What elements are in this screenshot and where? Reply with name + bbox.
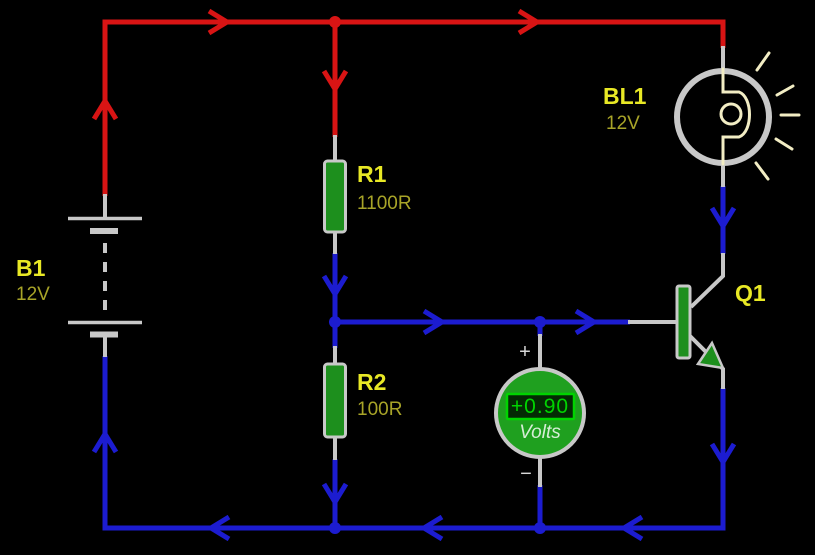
wire-battery-to-top-rail[interactable] (102, 19, 726, 196)
current-arrow-up-icon (91, 96, 119, 121)
resistor-r2-value: 100R (357, 399, 402, 420)
current-arrow-down-icon (321, 69, 349, 94)
positive-wire-net (91, 8, 726, 196)
light-ray-icon (754, 161, 770, 181)
light-ray-icon (775, 84, 795, 97)
emitter-arrow-icon (695, 340, 726, 370)
current-arrow-left-icon (419, 514, 444, 542)
resistor-r2-label: R2 (357, 369, 386, 395)
junction-dot (534, 522, 546, 534)
voltmeter[interactable]: + − +0.90 Volts (494, 334, 586, 487)
resistor-body[interactable] (323, 159, 347, 234)
negative-wire-net (91, 186, 737, 542)
current-arrow-left-icon (619, 514, 644, 542)
minus-terminal-label: − (520, 463, 532, 485)
junction-dot (329, 16, 341, 28)
current-arrow-down-icon (321, 482, 349, 507)
light-ray-icon (774, 137, 794, 151)
junction-dot (534, 316, 546, 328)
current-arrow-right-icon (574, 308, 599, 336)
bulb-bl1[interactable]: BL1 12V (603, 51, 801, 181)
wire-bottom-rail[interactable] (102, 356, 726, 531)
battery-label: B1 (16, 255, 46, 281)
light-ray-icon (755, 51, 771, 72)
voltmeter-reading: +0.90 (511, 395, 569, 418)
bulb-filament-loop-icon (719, 102, 743, 126)
current-arrow-right-icon (207, 8, 232, 36)
resistor-r1-value: 1100R (357, 193, 412, 214)
voltmeter-display (505, 392, 576, 421)
current-arrow-down-icon (709, 206, 737, 231)
battery-value: 12V (16, 284, 50, 305)
resistor-r1-label: R1 (357, 161, 387, 187)
transistor-q1[interactable]: Q1 (628, 253, 766, 389)
current-arrow-right-icon (422, 308, 447, 336)
transistor-label: Q1 (735, 280, 766, 306)
current-arrow-left-icon (206, 514, 231, 542)
transistor-base-bar[interactable] (675, 284, 692, 360)
resistor-body[interactable] (323, 362, 347, 439)
voltmeter-unit: Volts (519, 422, 561, 443)
current-arrow-down-icon (321, 274, 349, 299)
current-arrow-right-icon (517, 8, 542, 36)
resistor-r1[interactable]: R1 1100R (323, 159, 412, 234)
bulb-label: BL1 (603, 83, 647, 109)
plus-terminal-label: + (519, 341, 531, 363)
bulb-filament-icon (721, 67, 751, 166)
collector-lead (689, 253, 725, 309)
battery-b1[interactable]: B1 12V (16, 216, 142, 338)
junction-dot (329, 316, 341, 328)
current-arrow-up-icon (91, 429, 119, 454)
junction-dot (329, 522, 341, 534)
bulb-value: 12V (606, 113, 640, 134)
resistor-r2[interactable]: R2 100R (323, 362, 403, 439)
current-arrow-down-icon (709, 442, 737, 467)
